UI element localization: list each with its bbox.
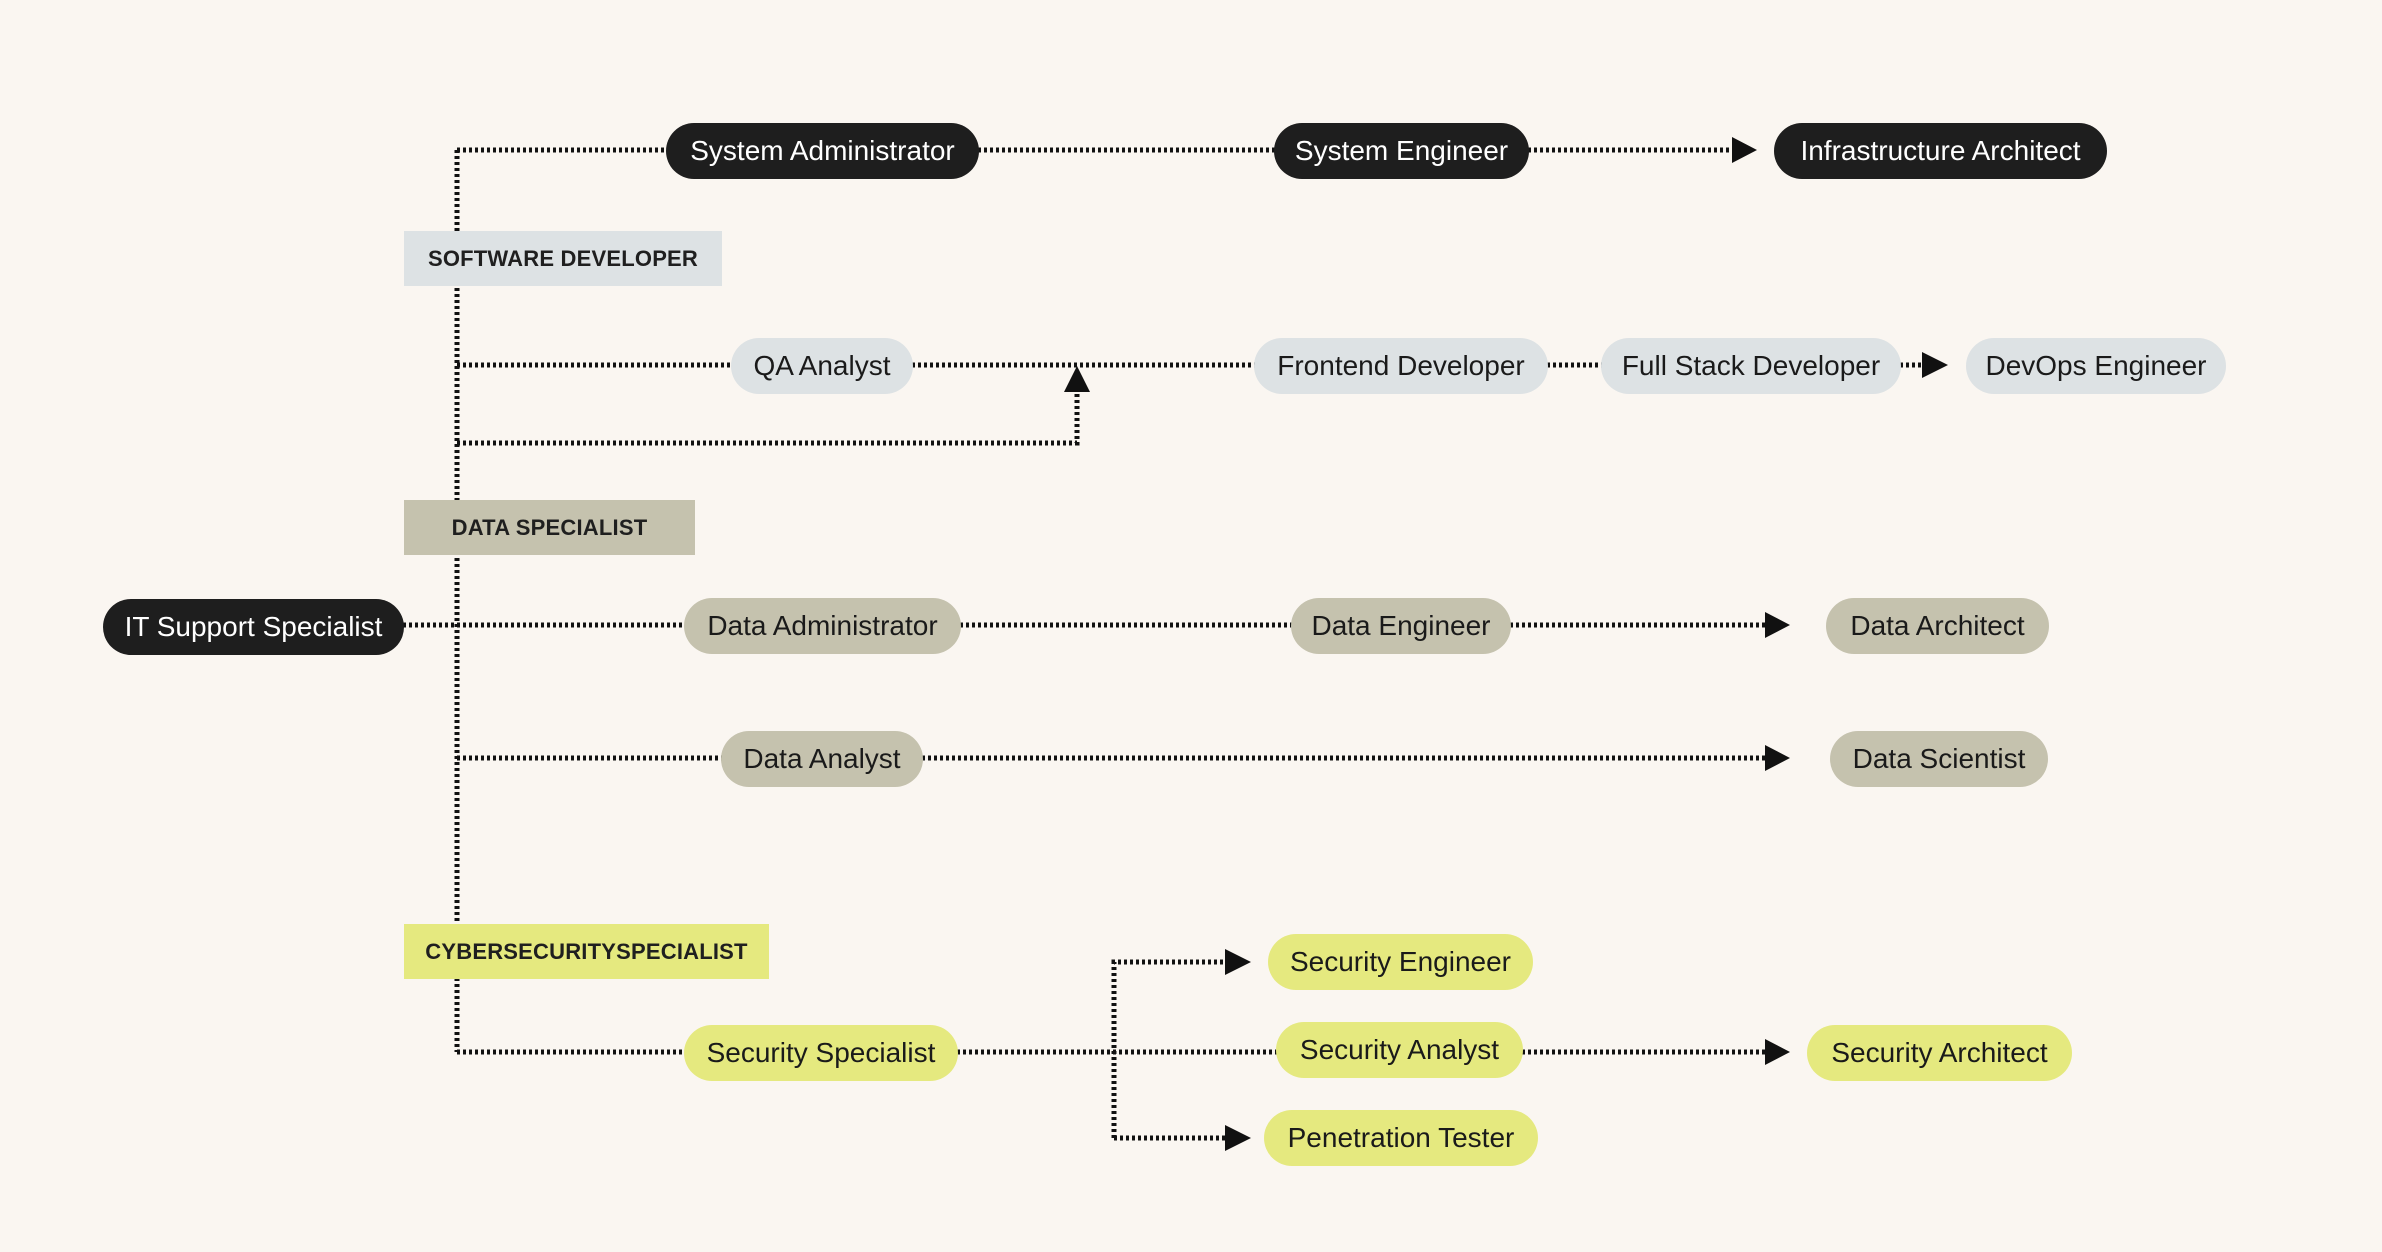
role-data-engineer: Data Engineer [1291, 598, 1511, 654]
role-security-analyst: Security Analyst [1276, 1022, 1523, 1078]
section-software-developer: SOFTWARE DEVELOPER [404, 231, 722, 286]
role-penetration-tester: Penetration Tester [1264, 1110, 1538, 1166]
role-data-administrator: Data Administrator [684, 598, 961, 654]
role-data-scientist: Data Scientist [1830, 731, 2048, 787]
role-devops-engineer: DevOps Engineer [1966, 338, 2226, 394]
role-infrastructure-architect: Infrastructure Architect [1774, 123, 2107, 179]
arrow-infra [1732, 137, 1757, 163]
role-full-stack-developer: Full Stack Developer [1601, 338, 1901, 394]
role-security-specialist: Security Specialist [684, 1025, 958, 1081]
role-security-architect: Security Architect [1807, 1025, 2072, 1081]
section-cybersecurity-specialist: CYBERSECURITYSPECIALIST [404, 924, 769, 979]
role-it-support-specialist: IT Support Specialist [103, 599, 404, 655]
role-system-engineer: System Engineer [1274, 123, 1529, 179]
arrow-data-architect [1765, 612, 1790, 638]
role-qa-analyst: QA Analyst [731, 338, 913, 394]
arrow-bypass [1064, 366, 1090, 392]
connector-trunk-bypass [457, 390, 1080, 446]
connector-security-fork [1111, 959, 1225, 1138]
arrow-penetration-tester [1225, 1125, 1251, 1151]
role-data-analyst: Data Analyst [721, 731, 923, 787]
arrow-devops [1922, 352, 1948, 378]
role-data-architect: Data Architect [1826, 598, 2049, 654]
section-data-specialist: DATA SPECIALIST [404, 500, 695, 555]
arrow-security-architect [1765, 1039, 1790, 1065]
role-security-engineer: Security Engineer [1268, 934, 1533, 990]
arrow-data-scientist [1765, 745, 1790, 771]
role-frontend-developer: Frontend Developer [1254, 338, 1548, 394]
role-system-administrator: System Administrator [666, 123, 979, 179]
arrow-security-engineer [1225, 949, 1251, 975]
